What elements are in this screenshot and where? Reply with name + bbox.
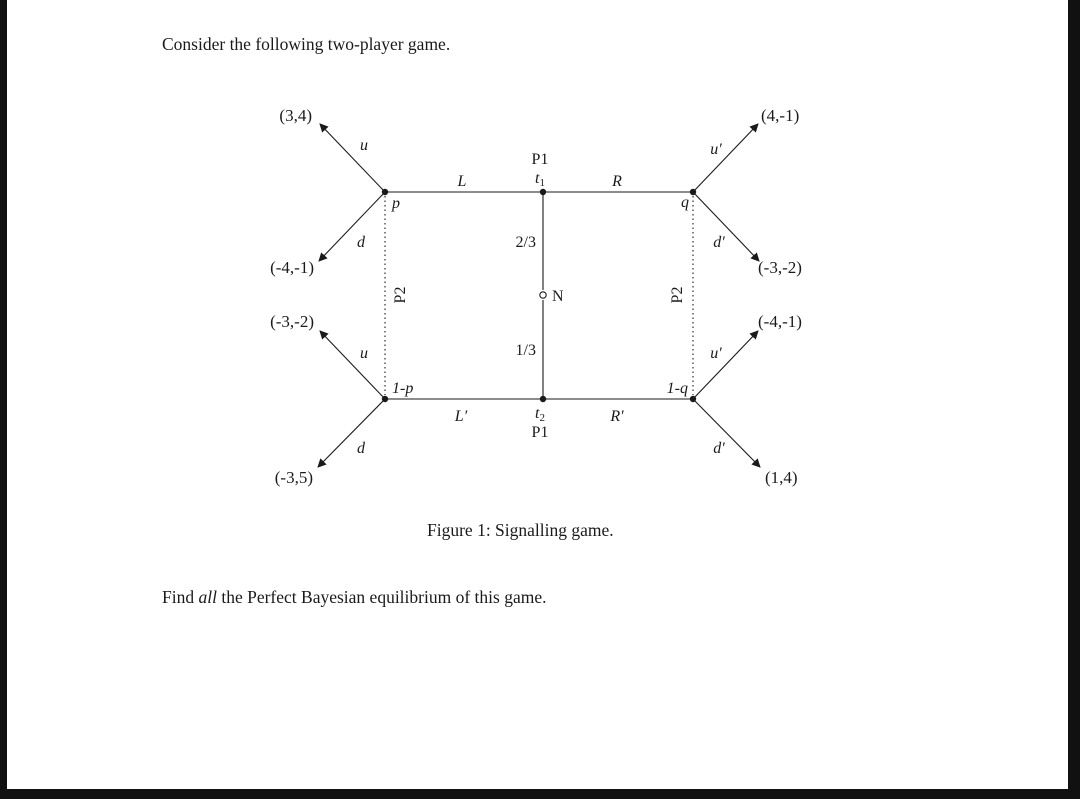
node-q: [689, 188, 697, 196]
nature-label: N: [552, 288, 564, 305]
question-suffix: the Perfect Bayesian equilibrium of this…: [216, 587, 547, 607]
arrow-dprime-top-right: [692, 191, 760, 262]
intro-text: Consider the following two-player game.: [162, 34, 451, 54]
payoff-top-right-d: (-3,-2): [758, 258, 802, 277]
arrow-d-top-left: [318, 191, 386, 262]
payoff-top-left-d: (-4,-1): [270, 258, 314, 277]
message-Rprime-label: R′: [609, 408, 624, 425]
action-dprime-bottom-right: d′: [713, 440, 725, 457]
action-dprime-top-right: d′: [713, 234, 725, 251]
player2-right-label: P2: [669, 287, 686, 304]
belief-p-label: p: [391, 195, 400, 212]
probability-bottom: 1/3: [516, 342, 536, 359]
message-L-label: L: [457, 173, 467, 190]
player1-bottom-label: P1: [532, 424, 549, 441]
question-prefix: Find: [162, 587, 199, 607]
action-uprime-bottom-right: u′: [710, 345, 722, 362]
type-t1-label: t1: [535, 170, 545, 189]
probability-top: 2/3: [516, 234, 536, 251]
node-1-q: [689, 395, 697, 403]
player2-left-label: P2: [392, 287, 409, 304]
arrow-u-bottom-left: [319, 330, 386, 400]
document-page: [7, 0, 1068, 789]
type-t1-base: t: [535, 170, 540, 187]
payoff-top-right-u: (4,-1): [761, 106, 799, 125]
payoff-bottom-right-d: (1,4): [765, 468, 798, 487]
type-t2-sub: 2: [539, 412, 545, 424]
node-p: [381, 188, 389, 196]
belief-1-p-label: 1-p: [392, 380, 413, 397]
arrow-uprime-bottom-right: [692, 330, 759, 400]
message-R-label: R: [611, 173, 622, 190]
node-1-p: [381, 395, 389, 403]
message-Lprime-label: L′: [454, 408, 468, 425]
arrow-u-top-left: [319, 123, 386, 193]
payoff-top-left-u: (3,4): [279, 106, 312, 125]
payoff-bottom-right-u: (-4,-1): [758, 312, 802, 331]
arrow-dprime-bottom-right: [692, 398, 761, 468]
type-t2-label: t2: [535, 405, 545, 424]
payoff-bottom-left-u: (-3,-2): [270, 312, 314, 331]
action-u-bottom-left: u: [360, 345, 368, 362]
question-text: Find all the Perfect Bayesian equilibriu…: [162, 587, 546, 608]
belief-q-label: q: [681, 194, 689, 211]
payoff-bottom-left-d: (-3,5): [275, 468, 313, 487]
action-u-top-left: u: [360, 137, 368, 154]
action-uprime-top-right: u′: [710, 141, 722, 158]
player1-top-label: P1: [532, 151, 549, 168]
arrow-uprime-top-right: [692, 123, 759, 193]
action-d-bottom-left: d: [357, 440, 366, 457]
type-t1-sub: 1: [539, 177, 545, 189]
figure-caption: Figure 1: Signalling game.: [427, 520, 614, 540]
arrow-d-bottom-left: [317, 398, 386, 468]
nature-node-circle: [539, 291, 547, 299]
type-t2-base: t: [535, 405, 540, 422]
action-d-top-left: d: [357, 234, 366, 251]
question-emphasis: all: [198, 587, 217, 607]
belief-1-q-label: 1-q: [667, 380, 688, 397]
node-t1: [539, 188, 547, 196]
node-t2: [539, 395, 547, 403]
